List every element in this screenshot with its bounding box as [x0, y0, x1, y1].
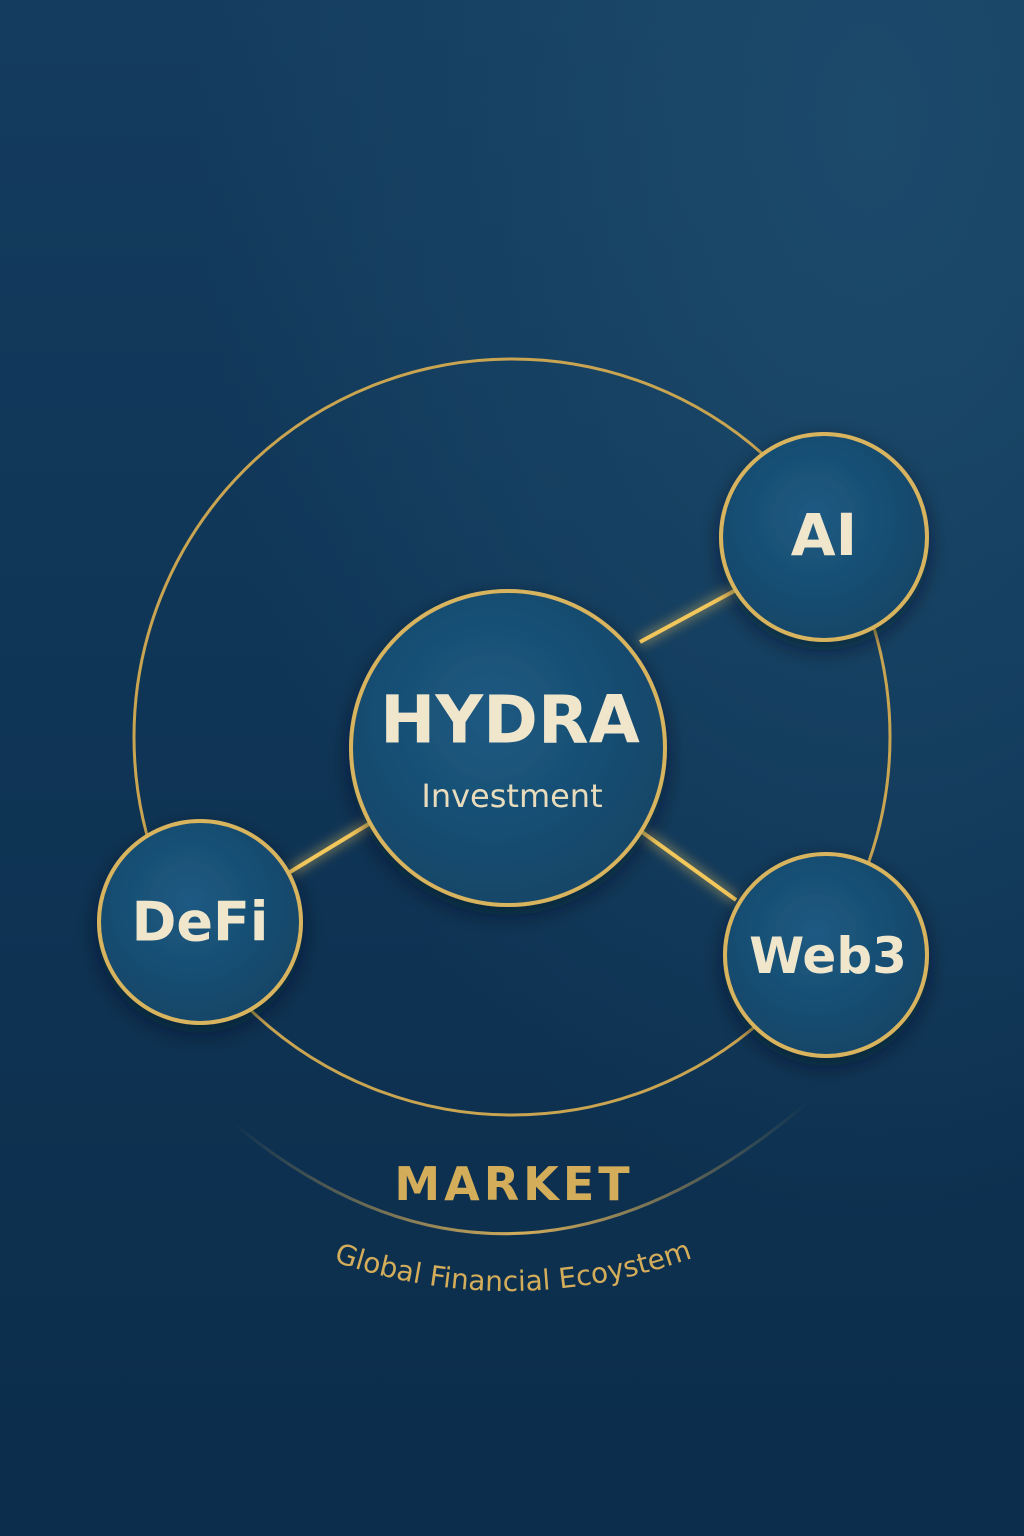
center-subtitle: Investment	[421, 777, 602, 815]
center-node[interactable]	[349, 589, 667, 907]
ai-label: AI	[791, 501, 857, 569]
market-arc	[231, 1100, 809, 1236]
market-subtitle: Global Financial Ecoystem	[331, 1233, 695, 1298]
connector-web3	[640, 830, 738, 902]
connector-ai	[639, 588, 737, 644]
orbit-ring	[132, 357, 892, 1117]
web3-label: Web3	[749, 927, 907, 985]
market-subtitle-path: Global Financial Ecoystem	[331, 1233, 695, 1298]
defi-node[interactable]	[97, 819, 303, 1025]
connector-defi	[288, 820, 374, 874]
connectors	[288, 588, 738, 902]
market-title: MARKET	[394, 1157, 633, 1211]
ai-node[interactable]	[719, 432, 929, 642]
defi-label: DeFi	[132, 891, 269, 954]
web3-node[interactable]	[723, 852, 929, 1058]
center-title: HYDRA	[380, 682, 640, 759]
